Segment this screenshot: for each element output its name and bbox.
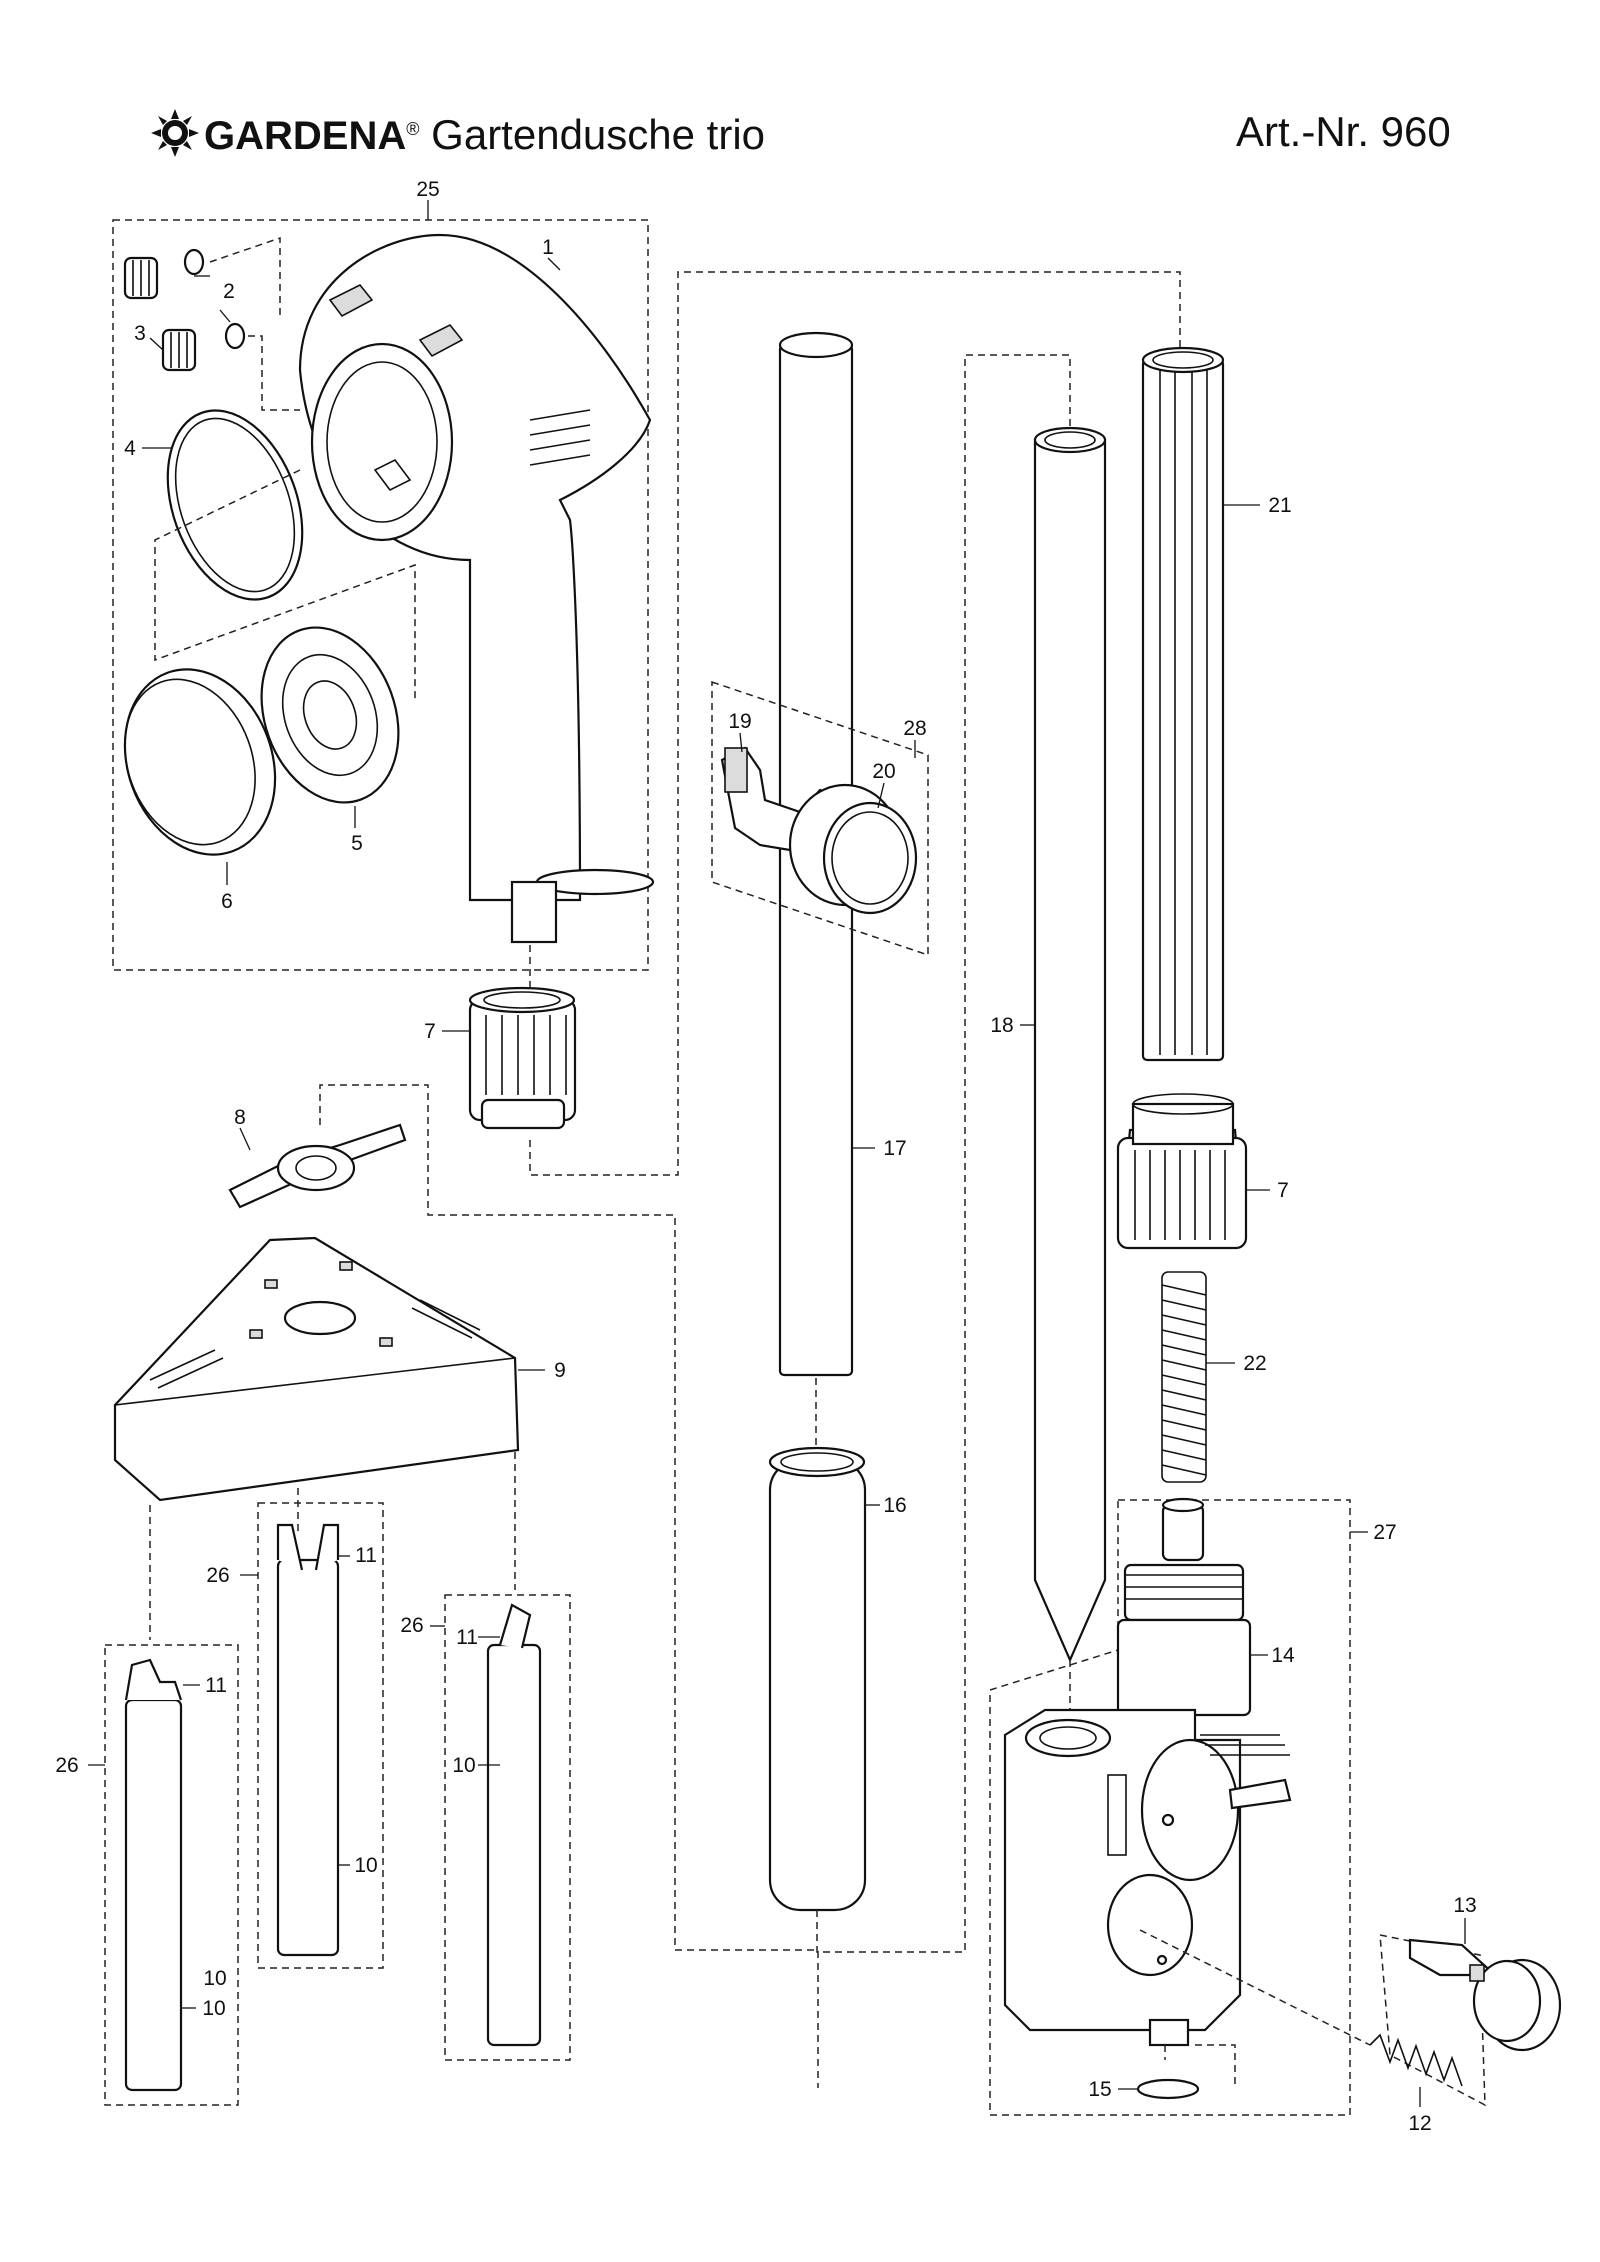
callout-5: 5 (351, 832, 363, 855)
callout-28: 28 (903, 717, 926, 740)
clamp-knob (788, 783, 918, 915)
group-25-frame (112, 219, 649, 971)
callout-17: 17 (883, 1137, 906, 1160)
callout-18: 18 (990, 1014, 1013, 1037)
shower-head-body (298, 233, 655, 944)
callout-2: 2 (223, 280, 235, 303)
callout-11b: 11 (456, 1626, 478, 1649)
callout-9: 9 (554, 1359, 566, 1382)
callout-15: 15 (1088, 2078, 1111, 2101)
leg-tube-right (486, 1643, 542, 2047)
callout-19: 19 (728, 710, 751, 733)
valve-o-ring (1136, 2078, 1200, 2100)
nozzle-pair (123, 256, 197, 372)
callout-14: 14 (1271, 1644, 1295, 1667)
callout-10c: 10 (203, 1967, 226, 1990)
coupling-nut-lower (1116, 1093, 1248, 1250)
leg-tube-left (124, 1698, 183, 2092)
clamp-group-frame (711, 680, 929, 957)
valve-housing (1003, 1708, 1292, 2047)
callout-21: 21 (1268, 494, 1291, 517)
spring (1161, 1271, 1207, 1483)
tripod-base (113, 1236, 520, 1502)
callout-20: 20 (872, 760, 895, 783)
brand-name: GARDENA (204, 114, 407, 158)
gardena-sun-logo-icon (151, 109, 199, 157)
callout-7b: 7 (1277, 1179, 1289, 1202)
extension-tube (1141, 346, 1225, 1062)
callout-22: 22 (1243, 1352, 1266, 1375)
callout-1: 1 (542, 236, 554, 259)
callout-7a: 7 (424, 1020, 436, 1043)
leg-group-left (104, 1644, 239, 2106)
valve-spring (1369, 2033, 1463, 2087)
valve-connector (1116, 1497, 1252, 1717)
callout-10a: 10 (354, 1854, 377, 1877)
valve-knob (1408, 1938, 1562, 2052)
grip-sleeve (768, 1458, 867, 1912)
product-title: Gartendusche trio (431, 111, 766, 158)
callout-11c: 11 (205, 1674, 227, 1697)
callout-16: 16 (883, 1494, 906, 1517)
callout-3: 3 (134, 322, 146, 345)
header-brand-block: GARDENA® Gartendusche trio (150, 108, 765, 159)
callout-4: 4 (124, 437, 136, 460)
callout-6: 6 (221, 890, 233, 913)
coupling-nut-upper (468, 986, 577, 1130)
ground-spike (1033, 438, 1107, 1663)
article-number: Art.-Nr. 960 (1236, 108, 1451, 155)
callout-10d: 10 (202, 1997, 225, 2020)
callout-11a: 11 (355, 1544, 377, 1567)
shower-plate (260, 626, 400, 804)
o-ring-pair (183, 248, 246, 350)
callout-25: 25 (416, 178, 439, 201)
seal-ring (166, 409, 304, 601)
callout-10b: 10 (452, 1754, 475, 1777)
leg-tube-middle (276, 1558, 340, 1957)
wing-nut (228, 1123, 407, 1209)
callout-26c: 26 (55, 1754, 78, 1777)
leg-group-middle (257, 1502, 384, 1969)
callout-13: 13 (1453, 1894, 1476, 1917)
callout-26a: 26 (206, 1564, 229, 1587)
leg-group-right (444, 1594, 571, 2061)
callout-8: 8 (234, 1106, 246, 1129)
callout-26b: 26 (400, 1614, 423, 1637)
callout-12: 12 (1408, 2112, 1431, 2135)
callout-27: 27 (1373, 1521, 1396, 1544)
